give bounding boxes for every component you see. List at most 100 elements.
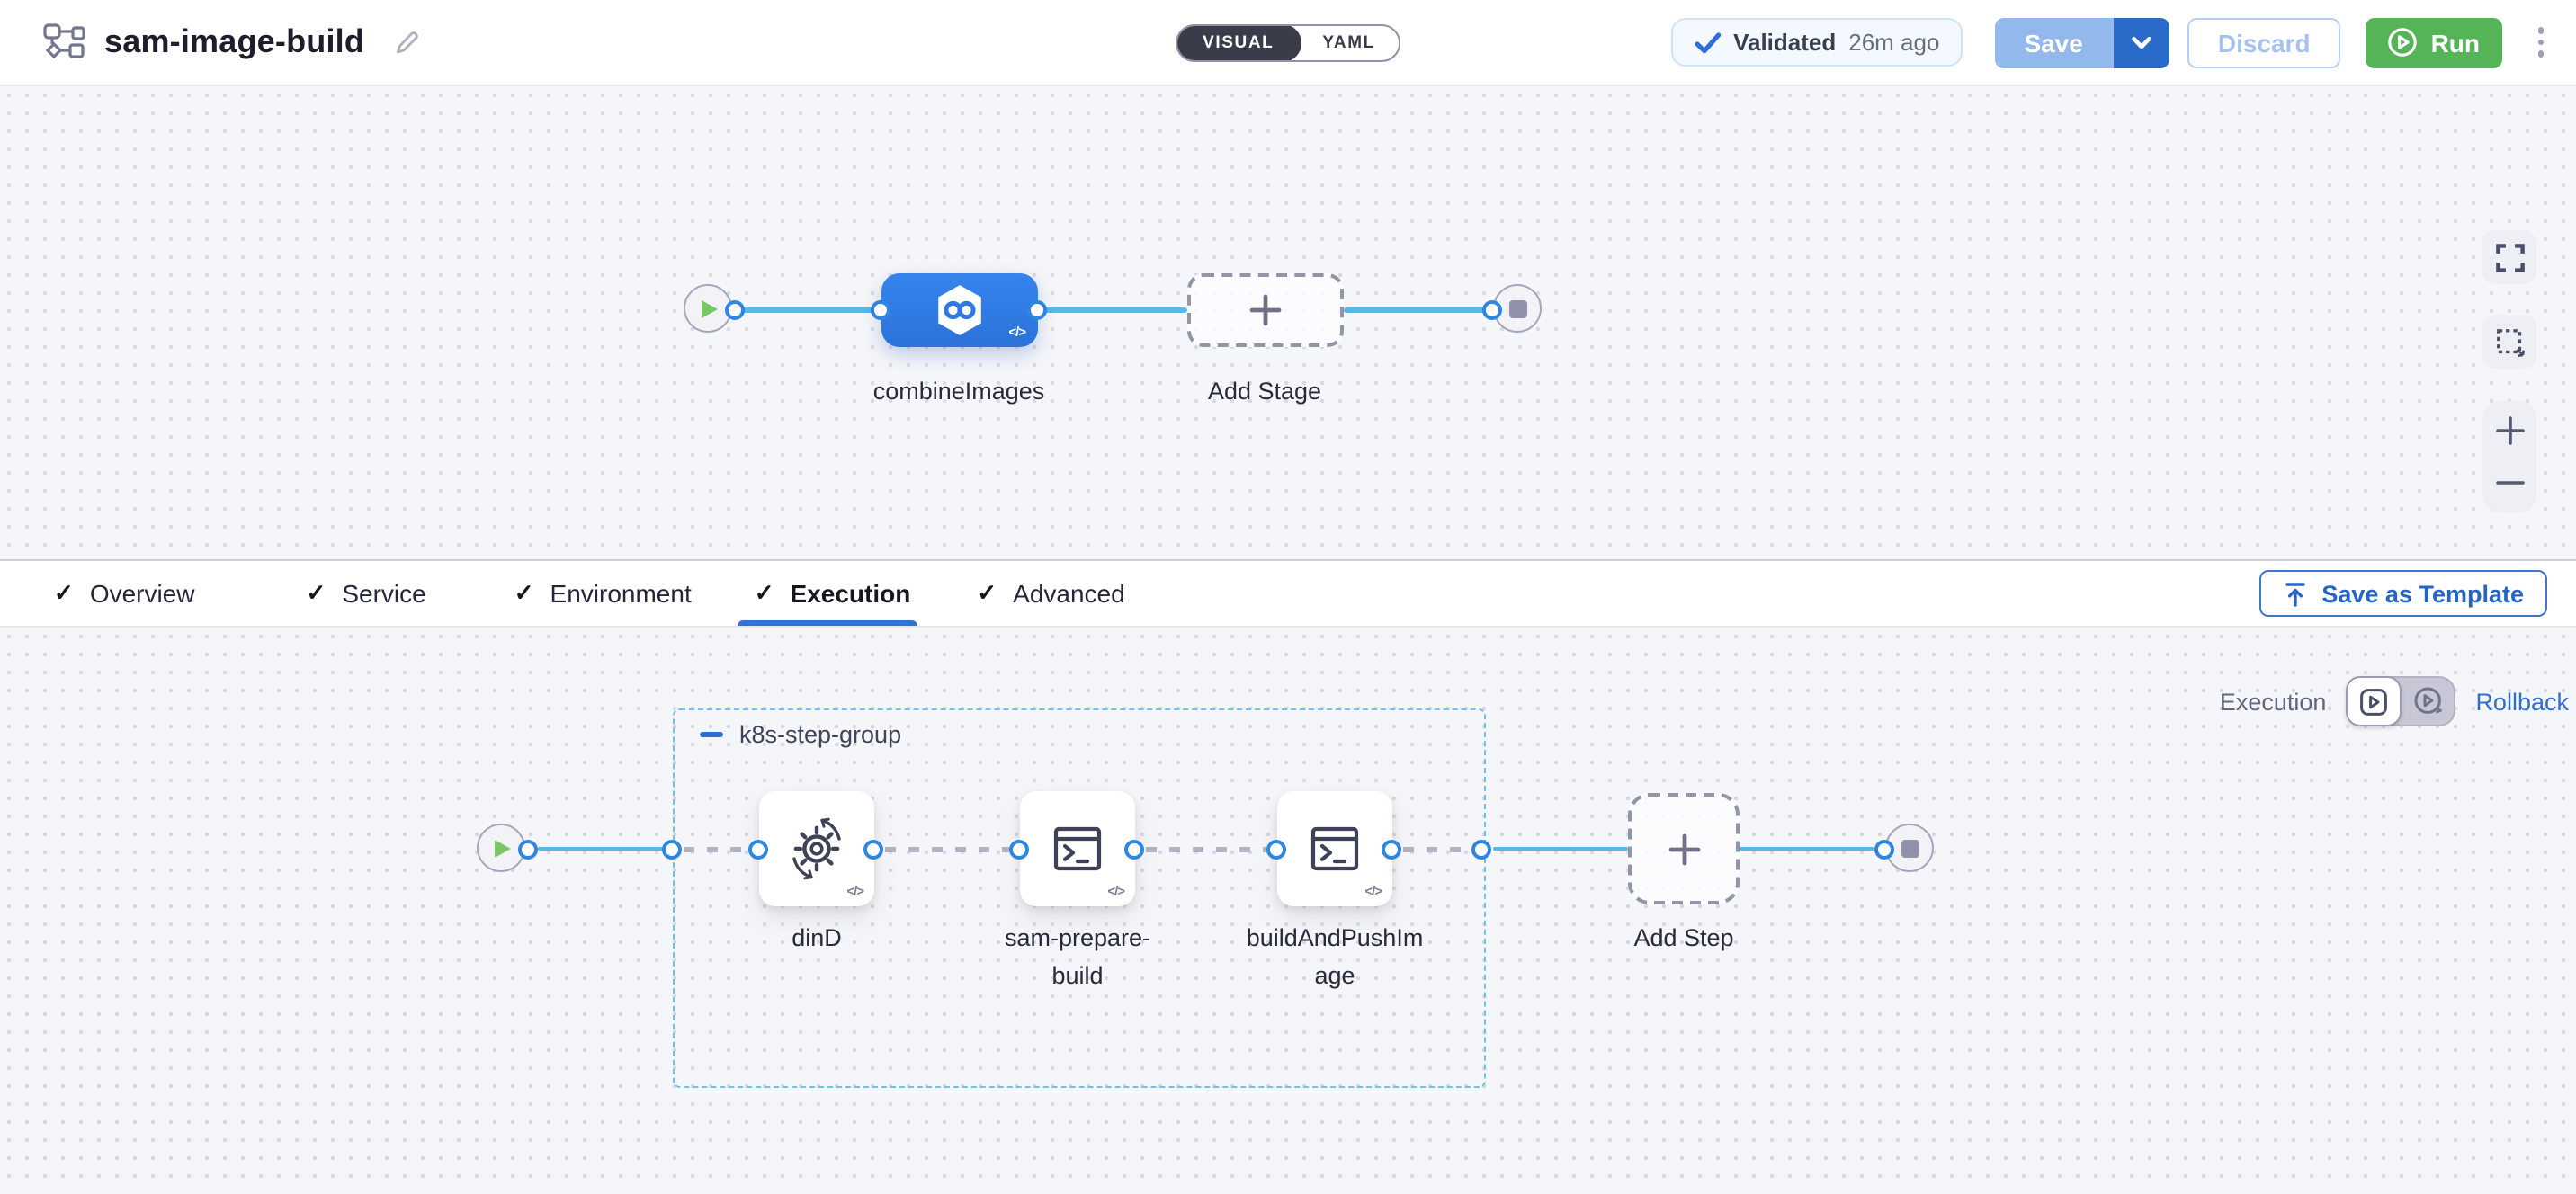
stage-node-combineimages[interactable]: </> — [881, 273, 1038, 347]
execution-rollback-toggle — [2346, 676, 2456, 726]
check-icon: ✓ — [54, 579, 74, 606]
code-icon: </> — [1364, 883, 1382, 899]
edge-start-to-stage — [736, 307, 881, 312]
plus-icon — [1667, 832, 1701, 866]
start-play-icon — [702, 299, 718, 317]
visual-yaml-toggle: VISUAL YAML — [1176, 23, 1400, 61]
execution-play-icon — [2358, 686, 2389, 717]
step-node-dind[interactable]: </> — [759, 791, 874, 906]
edge-stage-to-addstage — [1038, 307, 1187, 312]
port[interactable] — [518, 840, 538, 860]
add-step-button[interactable] — [1628, 793, 1740, 904]
port[interactable] — [1009, 839, 1029, 859]
port[interactable] — [662, 839, 682, 859]
step-label: sam-prepare-build — [1004, 924, 1151, 989]
save-as-template-label: Save as Template — [2321, 580, 2524, 607]
port[interactable] — [1471, 839, 1491, 859]
step-group-header[interactable]: k8s-step-group — [700, 721, 901, 748]
tab-environment[interactable]: ✓ Environment — [514, 561, 692, 626]
zoom-in-button[interactable] — [2494, 415, 2525, 446]
port[interactable] — [748, 839, 768, 859]
edge-group-to-step1 — [684, 846, 750, 851]
step-node-sam-prepare-build[interactable]: </> — [1020, 791, 1135, 906]
zoom-panel — [2482, 401, 2536, 512]
execution-mode-segment[interactable] — [2346, 676, 2402, 726]
check-icon: ✓ — [514, 579, 534, 606]
code-icon: </> — [1008, 324, 1026, 340]
tab-overview[interactable]: ✓ Overview — [54, 561, 195, 626]
tab-label: Execution — [790, 579, 911, 608]
run-label: Run — [2430, 28, 2480, 57]
toggle-visual[interactable]: VISUAL — [1177, 25, 1301, 59]
edge-addstep-to-end — [1740, 846, 1874, 851]
port[interactable] — [1482, 300, 1502, 320]
step-group-boundary — [673, 708, 1486, 1088]
save-button[interactable]: Save — [1995, 17, 2112, 67]
rollback-mode-segment[interactable] — [2402, 678, 2454, 725]
plus-icon — [1248, 293, 1283, 327]
code-icon: </> — [1107, 883, 1125, 899]
pencil-icon — [393, 29, 420, 56]
port[interactable] — [1266, 839, 1286, 859]
edge-step3-to-groupexit — [1403, 846, 1471, 851]
tab-label: Service — [342, 579, 426, 608]
edge-step1-to-step2 — [885, 846, 1009, 851]
plus-icon — [2494, 415, 2525, 446]
check-icon — [1694, 31, 1721, 53]
port[interactable] — [863, 839, 883, 859]
check-icon: ✓ — [306, 579, 326, 606]
rollback-link[interactable]: Rollback — [2475, 688, 2569, 715]
edit-title-button[interactable] — [389, 25, 424, 59]
collapse-minus-icon — [700, 731, 723, 738]
terminal-icon — [1302, 816, 1367, 881]
run-button[interactable]: Run — [2366, 17, 2501, 67]
save-as-template-button[interactable]: Save as Template — [2258, 570, 2547, 617]
upload-icon — [2282, 580, 2307, 607]
multi-select-button[interactable] — [2482, 315, 2536, 369]
port[interactable] — [1124, 839, 1144, 859]
pipeline-start-node — [684, 284, 732, 333]
step-node-buildandpushimage[interactable]: </> — [1277, 791, 1392, 906]
stop-icon — [1508, 299, 1526, 317]
validated-badge[interactable]: Validated 26m ago — [1670, 18, 1963, 67]
tab-advanced[interactable]: ✓ Advanced — [977, 561, 1124, 626]
check-icon: ✓ — [754, 579, 774, 606]
execution-mode-label: Execution — [2219, 688, 2327, 715]
pipeline-title-group: sam-image-build — [43, 23, 424, 61]
chained-pipeline-stage-icon — [932, 282, 988, 338]
fullscreen-button[interactable] — [2482, 230, 2536, 284]
kebab-menu-icon[interactable] — [2527, 21, 2554, 65]
discard-button[interactable]: Discard — [2187, 17, 2341, 67]
marquee-select-icon — [2494, 326, 2525, 357]
pipeline-icon — [43, 23, 86, 61]
stage-canvas: </> combineImages Add Stage — [0, 86, 2576, 559]
tab-service[interactable]: ✓ Service — [307, 561, 426, 626]
save-split-button: Save — [1995, 17, 2169, 67]
step-label: buildAndPushImage — [1246, 924, 1424, 989]
fullscreen-icon — [2494, 242, 2525, 272]
add-stage-button[interactable] — [1187, 273, 1344, 347]
tab-label: Environment — [550, 579, 692, 608]
zoom-out-button[interactable] — [2494, 468, 2525, 498]
execution-canvas: Execution — [0, 628, 2576, 1192]
port[interactable] — [871, 300, 890, 320]
step-label: dinD — [792, 924, 842, 951]
page-title: sam-image-build — [104, 23, 365, 59]
pipeline-end-node — [1493, 284, 1542, 333]
edge-addstage-to-end — [1344, 307, 1493, 312]
add-step-label: Add Step — [1633, 924, 1734, 951]
header-actions: Validated 26m ago Save Discard — [1670, 17, 2554, 67]
port[interactable] — [1382, 839, 1401, 859]
code-icon: </> — [846, 883, 864, 899]
port[interactable] — [725, 300, 745, 320]
chevron-down-icon — [2132, 35, 2151, 49]
edge-group-to-addstep — [1493, 846, 1628, 851]
tab-execution[interactable]: ✓ Execution — [738, 561, 918, 626]
start-play-icon — [495, 839, 511, 857]
toggle-yaml[interactable]: YAML — [1299, 25, 1399, 59]
save-dropdown-button[interactable] — [2111, 17, 2169, 67]
port[interactable] — [1027, 300, 1047, 320]
port[interactable] — [1874, 839, 1894, 859]
rollback-play-icon — [2411, 685, 2444, 717]
